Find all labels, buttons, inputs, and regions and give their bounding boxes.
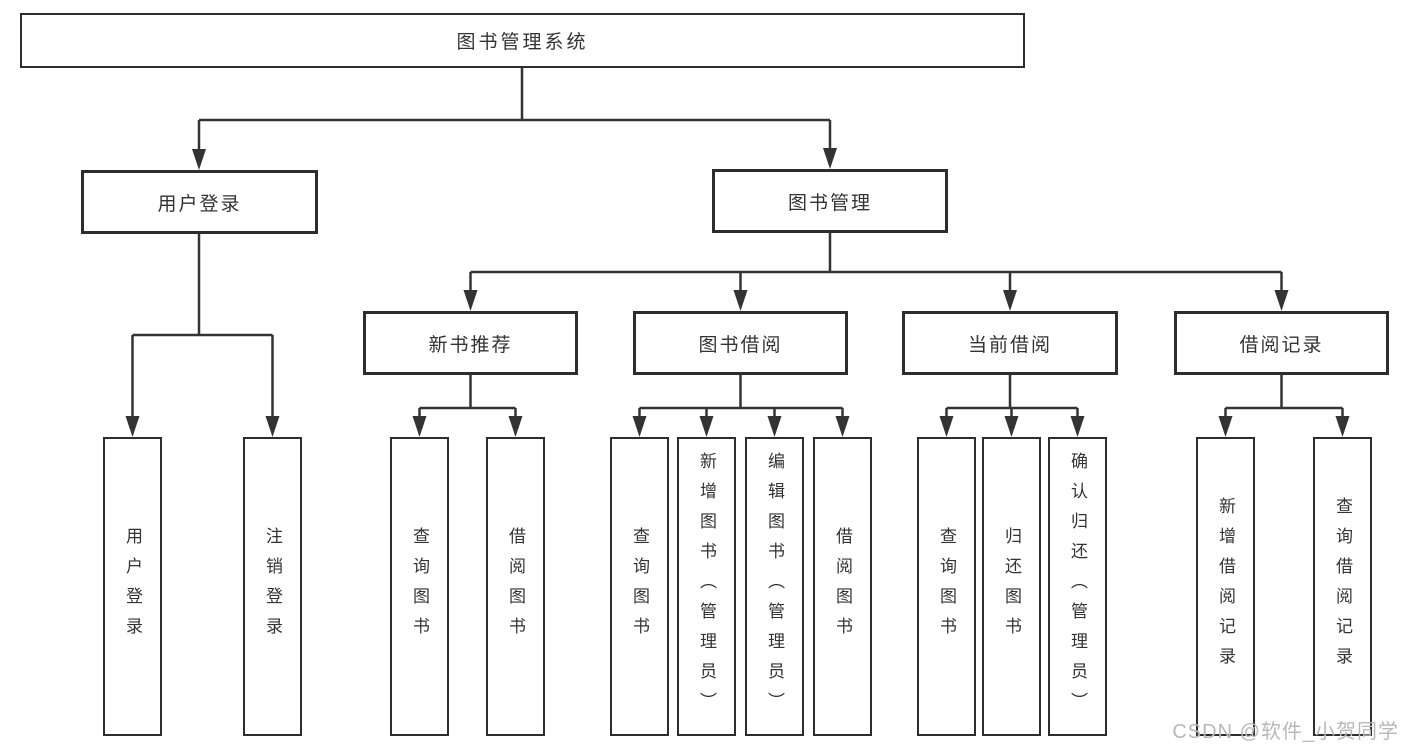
leaf-query-book-current: 查询图书 xyxy=(917,437,976,736)
leaf-label: 借阅图书 xyxy=(506,526,525,647)
leaf-label: 借阅图书 xyxy=(833,526,852,647)
leaf-label: 编辑图书（管理员） xyxy=(765,451,784,722)
leaf-query-book-borrow: 查询图书 xyxy=(610,437,669,736)
arrowhead-down-icon xyxy=(412,416,427,437)
leaf-query-book-recommend: 查询图书 xyxy=(390,437,449,736)
node-current-borrow: 当前借阅 xyxy=(902,311,1118,375)
leaf-confirm-return-admin: 确认归还（管理员） xyxy=(1048,437,1107,736)
leaf-add-book-admin: 新增图书（管理员） xyxy=(677,437,736,736)
leaf-label: 查询图书 xyxy=(410,526,429,647)
leaf-borrow-book-recommend: 借阅图书 xyxy=(486,437,545,736)
arrowhead-down-icon xyxy=(1004,416,1019,437)
node-user-login: 用户登录 xyxy=(81,170,318,234)
node-book-borrow: 图书借阅 xyxy=(633,311,848,375)
arrowhead-down-icon xyxy=(192,149,206,170)
arrowhead-down-icon xyxy=(1070,416,1085,437)
leaf-logout: 注销登录 xyxy=(243,437,302,736)
arrowhead-down-icon xyxy=(835,416,850,437)
arrowhead-down-icon xyxy=(767,416,782,437)
leaf-label: 查询借阅记录 xyxy=(1333,496,1352,677)
arrowhead-down-icon xyxy=(1003,290,1017,311)
leaf-label: 归还图书 xyxy=(1002,526,1021,647)
leaf-borrow-book: 借阅图书 xyxy=(813,437,872,736)
leaf-label: 新增图书（管理员） xyxy=(697,451,716,722)
arrowhead-down-icon xyxy=(265,416,280,437)
leaf-add-borrow-record: 新增借阅记录 xyxy=(1196,437,1255,736)
arrowhead-down-icon xyxy=(125,416,140,437)
leaf-return-book: 归还图书 xyxy=(982,437,1041,736)
leaf-query-borrow-record: 查询借阅记录 xyxy=(1313,437,1372,736)
arrowhead-down-icon xyxy=(1218,416,1233,437)
leaf-label: 新增借阅记录 xyxy=(1216,496,1235,677)
arrowhead-down-icon xyxy=(733,290,748,311)
node-borrow-records: 借阅记录 xyxy=(1174,311,1389,375)
arrowhead-down-icon xyxy=(1274,290,1289,311)
leaf-label: 确认归还（管理员） xyxy=(1068,451,1087,722)
arrowhead-down-icon xyxy=(1335,416,1350,437)
arrowhead-down-icon xyxy=(463,290,478,311)
arrowhead-down-icon xyxy=(699,416,714,437)
leaf-label: 用户登录 xyxy=(123,526,142,647)
arrowhead-down-icon xyxy=(632,416,647,437)
node-new-book-recommend: 新书推荐 xyxy=(363,311,578,375)
node-root: 图书管理系统 xyxy=(20,13,1025,68)
leaf-user-login: 用户登录 xyxy=(103,437,162,736)
arrowhead-down-icon xyxy=(939,416,954,437)
leaf-label: 查询图书 xyxy=(630,526,649,647)
arrowhead-down-icon xyxy=(508,416,523,437)
node-book-management: 图书管理 xyxy=(712,169,948,233)
leaf-label: 注销登录 xyxy=(263,526,282,647)
leaf-label: 查询图书 xyxy=(937,526,956,647)
leaf-edit-book-admin: 编辑图书（管理员） xyxy=(745,437,804,736)
arrowhead-down-icon xyxy=(823,148,837,169)
